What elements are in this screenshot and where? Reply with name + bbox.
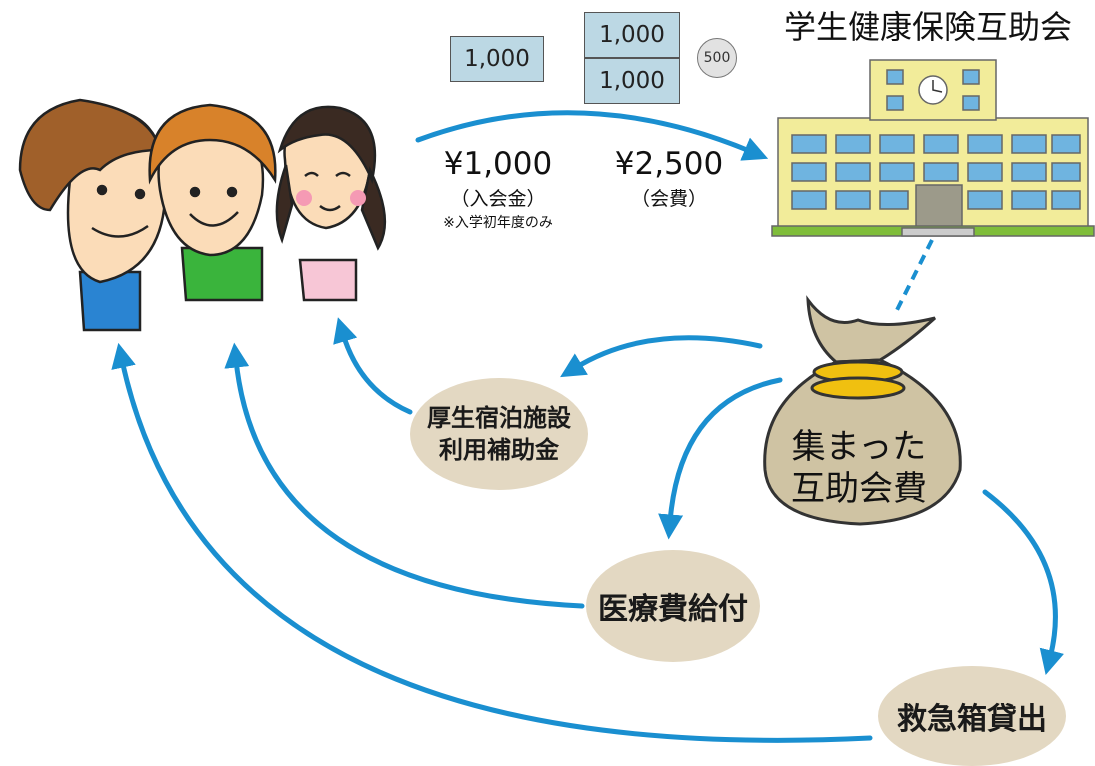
- students-illustration: [18, 98, 387, 332]
- fund-to-first-aid-arrow: [982, 489, 1064, 675]
- lodging-subsidy-line1: 厚生宿泊施設: [427, 404, 571, 432]
- fund-label-line1: 集まった: [791, 427, 927, 467]
- medical-benefit-bubble: 医療費給付: [586, 550, 760, 662]
- entrance-fee-amount: ¥1,000: [443, 146, 553, 182]
- payment-arrow: [415, 110, 769, 161]
- entrance-fee-label: （入会金）: [450, 188, 546, 210]
- school-building-icon: [771, 59, 1095, 237]
- entrance-fee-note: ※入学初年度のみ: [443, 215, 553, 231]
- association-name: 学生健康保険互助会: [783, 8, 1072, 46]
- bill-1000: 1,000: [584, 12, 680, 58]
- first-aid-kit-loan-bubble: 救急箱貸出: [878, 666, 1066, 766]
- lodging-subsidy-line2: 利用補助金: [439, 436, 559, 464]
- medical-arrow: [224, 342, 585, 609]
- first-aid-arrow: [111, 342, 873, 743]
- fund-to-medical-arrow: [658, 377, 783, 540]
- membership-fee-amount: ¥2,500: [614, 146, 724, 182]
- membership-fee-label: （会費）: [630, 188, 707, 210]
- coin-500: 500: [697, 38, 737, 78]
- bill-1000: 1,000: [450, 36, 544, 82]
- fund-to-lodging-arrow: [560, 335, 763, 378]
- lodging-arrow: [333, 317, 413, 415]
- lodging-subsidy-bubble: 厚生宿泊施設 利用補助金: [410, 378, 588, 490]
- building-to-fund-dashed-line: [894, 239, 934, 313]
- bill-1000: 1,000: [584, 58, 680, 104]
- money-bag-icon: [763, 295, 962, 526]
- fund-label-line2: 互助会費: [791, 469, 927, 509]
- fund-label: 集まった 互助会費: [764, 426, 954, 510]
